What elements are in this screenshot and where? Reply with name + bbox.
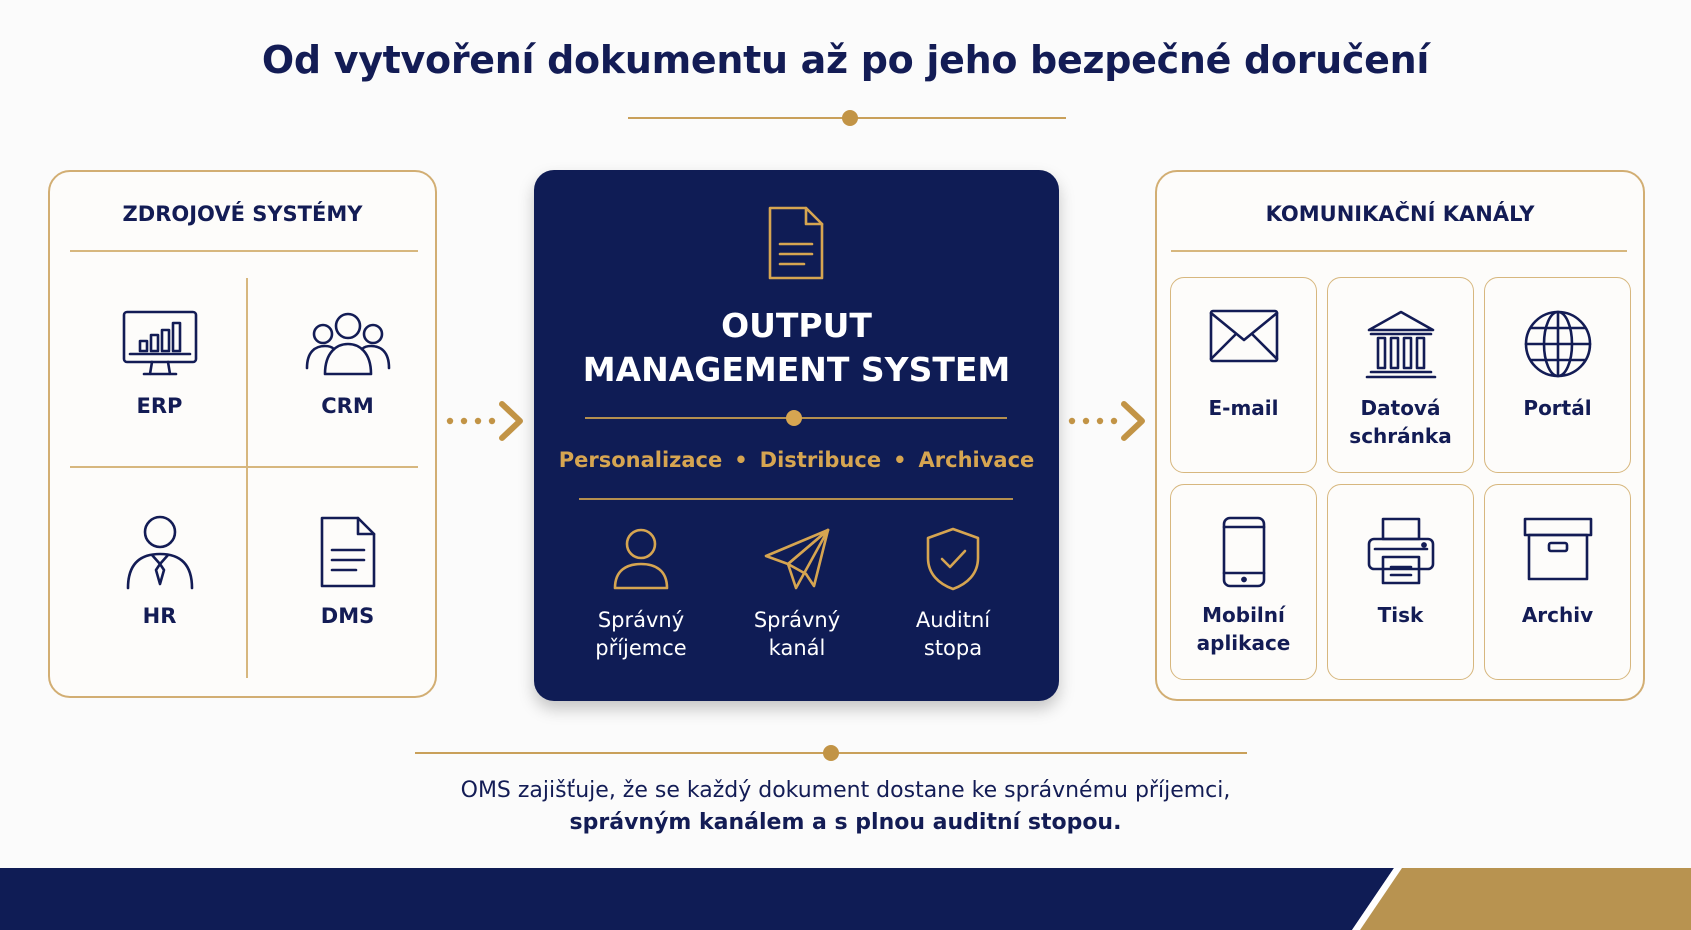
source-item-erp: ERP bbox=[72, 308, 247, 418]
oms-features: Personalizace • Distribuce • Archivace bbox=[534, 448, 1059, 472]
channel-tile-portal: Portál bbox=[1484, 277, 1631, 473]
channel-label-line1: Datová bbox=[1360, 396, 1441, 420]
footer-text-line2: správným kanálem a s plnou auditní stopo… bbox=[569, 810, 1122, 835]
channel-tile-archive: Archiv bbox=[1484, 484, 1631, 680]
archive-box-icon bbox=[1523, 517, 1592, 581]
oms-divider-dot bbox=[786, 410, 802, 426]
bottom-band bbox=[0, 868, 1691, 930]
globe-icon bbox=[1524, 310, 1591, 378]
oms-item-channel: Správný kanál bbox=[722, 526, 872, 662]
source-item-hr: HR bbox=[72, 514, 247, 628]
oms-divider-lower bbox=[579, 498, 1013, 500]
oms-item-audit: Auditní stopa bbox=[878, 526, 1028, 662]
grid-divider-horizontal bbox=[70, 466, 418, 468]
document-icon bbox=[768, 206, 824, 280]
building-icon bbox=[1365, 310, 1436, 379]
oms-card: OUTPUT MANAGEMENT SYSTEM Personalizace • D… bbox=[534, 170, 1059, 701]
source-item-label: HR bbox=[142, 604, 177, 628]
envelope-icon bbox=[1209, 309, 1278, 363]
source-item-dms: DMS bbox=[260, 514, 435, 628]
channel-tile-mobile-app: Mobilní aplikace bbox=[1170, 484, 1317, 680]
oms-item-label-line1: Auditní bbox=[915, 608, 991, 632]
feature-separator: • bbox=[734, 448, 748, 472]
source-systems-panel: ZDROJOVÉ SYSTÉMY ERP CRM bbox=[48, 170, 437, 698]
channel-label-line1: Mobilní bbox=[1202, 603, 1285, 627]
flow-arrow-right-icon bbox=[1068, 401, 1145, 441]
feature-separator: • bbox=[893, 448, 907, 472]
grid-divider-vertical bbox=[246, 278, 248, 678]
oms-item-label-line2: kanál bbox=[768, 636, 826, 660]
oms-item-label-line1: Správný bbox=[753, 608, 841, 632]
user-icon bbox=[613, 528, 669, 590]
channel-label-line1: E-mail bbox=[1208, 396, 1279, 420]
channel-label-line2: schránka bbox=[1349, 424, 1452, 448]
channel-label-line2: aplikace bbox=[1196, 631, 1291, 655]
channel-tile-datova-schranka: Datová schránka bbox=[1327, 277, 1474, 473]
oms-item-label-line1: Správný bbox=[597, 608, 685, 632]
communication-channels-title: KOMUNIKAČNÍ KANÁLY bbox=[1265, 202, 1535, 226]
source-item-label: CRM bbox=[321, 394, 374, 418]
users-group-icon bbox=[305, 312, 390, 376]
flow-arrow-right-icon bbox=[446, 401, 523, 441]
source-item-label: ERP bbox=[136, 394, 183, 418]
channel-label-line1: Tisk bbox=[1377, 603, 1424, 627]
printer-icon bbox=[1367, 517, 1434, 585]
oms-title-line1: OUTPUT bbox=[721, 306, 872, 345]
footer-divider-dot bbox=[823, 745, 839, 761]
panel-divider bbox=[70, 250, 418, 252]
smartphone-icon bbox=[1222, 516, 1265, 588]
channel-tile-print: Tisk bbox=[1327, 484, 1474, 680]
feature-archivace: Archivace bbox=[918, 448, 1035, 472]
shield-check-icon bbox=[926, 527, 980, 591]
paper-plane-icon bbox=[764, 528, 830, 590]
channel-tile-email: E-mail bbox=[1170, 277, 1317, 473]
channel-label-line1: Archiv bbox=[1521, 603, 1594, 627]
document-icon bbox=[320, 516, 375, 588]
monitor-chart-icon bbox=[122, 310, 197, 376]
oms-item-recipient: Správný příjemce bbox=[566, 526, 716, 662]
source-item-crm: CRM bbox=[260, 308, 435, 418]
oms-item-label-line2: stopa bbox=[923, 636, 983, 660]
person-tie-icon bbox=[126, 515, 193, 590]
oms-item-label-line2: příjemce bbox=[595, 636, 687, 660]
feature-distribuce: Distribuce bbox=[759, 448, 882, 472]
panel-divider bbox=[1171, 250, 1627, 252]
feature-personalizace: Personalizace bbox=[558, 448, 723, 472]
channel-label-line1: Portál bbox=[1523, 396, 1592, 420]
source-systems-title: ZDROJOVÉ SYSTÉMY bbox=[122, 202, 363, 226]
oms-title-line2: MANAGEMENT SYSTEM bbox=[582, 350, 1011, 389]
footer-text-line1: OMS zajišťuje, že se každý dokument dost… bbox=[460, 778, 1231, 803]
title-divider-dot bbox=[842, 110, 858, 126]
page-title: Od vytvoření dokumentu až po jeho bezpeč… bbox=[261, 38, 1430, 82]
source-item-label: DMS bbox=[320, 604, 375, 628]
